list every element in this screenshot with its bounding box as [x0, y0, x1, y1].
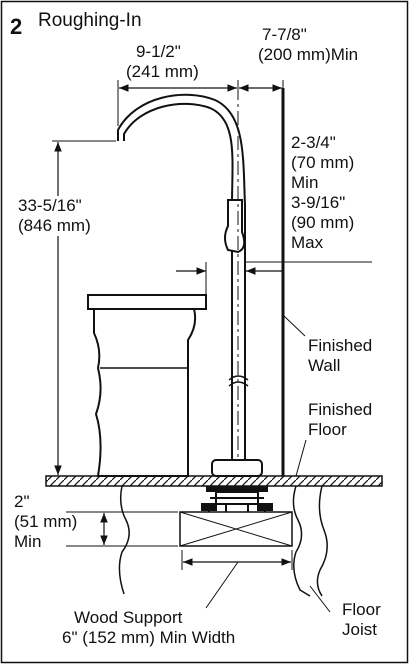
- finished-wall-line1: Finished: [308, 336, 373, 355]
- pipe-break: [228, 375, 249, 387]
- finished-floor-label: Finished Floor: [308, 400, 372, 440]
- spout-height-mm: (846 mm): [18, 216, 91, 235]
- finished-floor-line1: Finished: [308, 400, 373, 419]
- support-depth-mm: (51 mm): [14, 512, 78, 531]
- wall-offset-max-mm: (90 mm): [291, 213, 355, 232]
- spout-height-label: 33-5/16" (846 mm): [18, 196, 91, 236]
- toilet-tank-body: [93, 308, 197, 477]
- spout-reach-mm: (241 mm): [126, 62, 199, 81]
- floor-hatch: [45, 475, 383, 487]
- mounting-hardware: [201, 491, 273, 511]
- faucet-base: [211, 459, 263, 477]
- wood-support-leader: [205, 561, 239, 609]
- wall-offset-min-mm: (70 mm): [291, 153, 355, 172]
- support-depth-min: Min: [14, 532, 42, 551]
- floor-joist-label: Floor Joist: [342, 600, 381, 640]
- floor-joist-left: [118, 485, 130, 595]
- mounting-plate: [206, 486, 268, 492]
- faucet-handle: [224, 199, 246, 254]
- wall-offset-max-in: 3-9/16": [291, 193, 346, 212]
- wall-offset-min-text: Min: [291, 173, 319, 192]
- finished-floor-leader: [295, 439, 307, 477]
- spout-height-in: 33-5/16": [18, 196, 82, 215]
- spout-reach-in: 9-1/2": [136, 42, 181, 61]
- step-number: 2: [10, 14, 23, 39]
- spout-reach-label: 9-1/2" (241 mm): [126, 42, 199, 82]
- support-depth-label: 2" (51 mm) Min: [14, 492, 77, 552]
- wall-offset-min-in: 2-3/4": [291, 133, 336, 152]
- floor-joist-right: [292, 485, 311, 597]
- floor-joist-line1: Floor: [342, 600, 381, 619]
- page-title: Roughing-In: [38, 10, 142, 31]
- support-depth-in: 2": [14, 492, 30, 511]
- finished-wall-label: Finished Wall: [308, 336, 372, 376]
- finished-wall-leader: [283, 315, 306, 337]
- faucet-spout: [117, 93, 246, 476]
- wall-offset-max-text: Max: [291, 233, 324, 252]
- toilet-tank-lid: [87, 294, 207, 310]
- wall-clearance-label: 7-7/8" (200 mm)Min: [258, 25, 358, 65]
- wall-clearance-mm: (200 mm)Min: [258, 45, 359, 64]
- finished-wall-line2: Wall: [308, 356, 341, 375]
- wood-support-line2: 6" (152 mm) Min Width: [62, 628, 236, 647]
- wood-support-line1: Wood Support: [74, 608, 183, 627]
- wood-support-x2: [179, 511, 293, 547]
- finished-floor-line2: Floor: [308, 420, 347, 439]
- wall-offset-label: 2-3/4" (70 mm) Min 3-9/16" (90 mm) Max: [291, 133, 354, 253]
- floor-joist-leader: [309, 585, 331, 613]
- floor-joist-line2: Joist: [342, 620, 377, 639]
- wood-support-label: Wood Support 6" (152 mm) Min Width: [62, 608, 235, 648]
- wall-clearance-in: 7-7/8": [262, 25, 307, 44]
- floor-joist-right-outer: [316, 485, 328, 597]
